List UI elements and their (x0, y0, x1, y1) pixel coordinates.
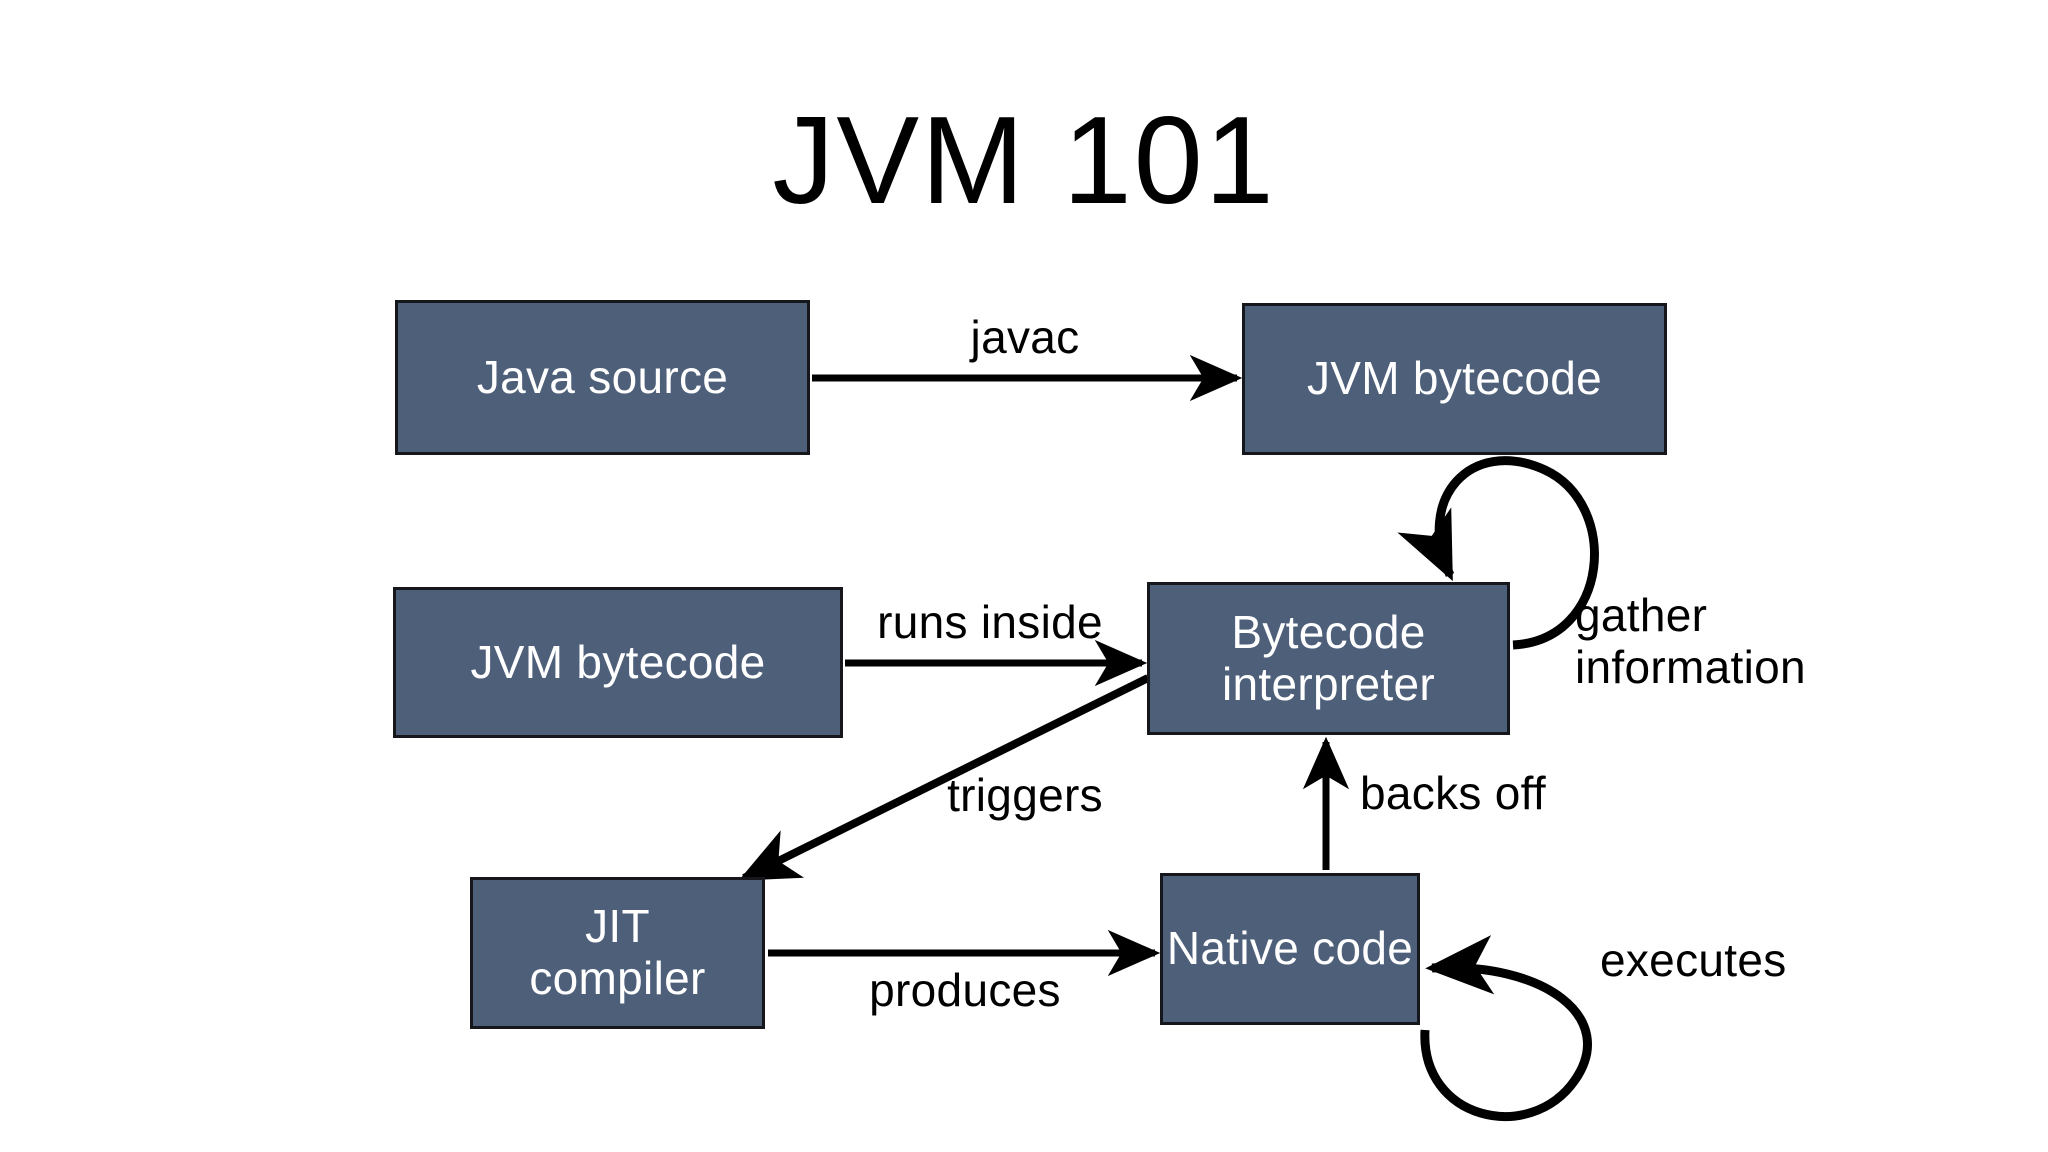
edge-label-triggers: triggers (947, 769, 1103, 821)
edge-label-backs-off: backs off (1360, 767, 1546, 819)
node-java-source[interactable]: Java source (395, 300, 810, 455)
edge-label-javac: javac (970, 311, 1080, 363)
page-title: JVM 101 (772, 92, 1276, 230)
edge-label-executes: executes (1600, 934, 1787, 986)
node-native-code[interactable]: Native code (1160, 873, 1420, 1025)
edge-triggers-arrow (738, 674, 1150, 882)
edge-label-runs-inside: runs inside (877, 596, 1103, 648)
node-bytecode-interpreter[interactable]: Bytecode interpreter (1147, 582, 1510, 735)
edge-gather-information-loop (1397, 456, 1599, 650)
edge-label-gather-information: gather information (1575, 589, 1806, 693)
node-jit-compiler[interactable]: JIT compiler (470, 877, 765, 1029)
node-jvm-bytecode-middle[interactable]: JVM bytecode (393, 587, 843, 738)
edge-executes-loop (1420, 935, 1592, 1121)
node-jvm-bytecode-top[interactable]: JVM bytecode (1242, 303, 1667, 455)
edge-label-produces: produces (869, 964, 1061, 1016)
